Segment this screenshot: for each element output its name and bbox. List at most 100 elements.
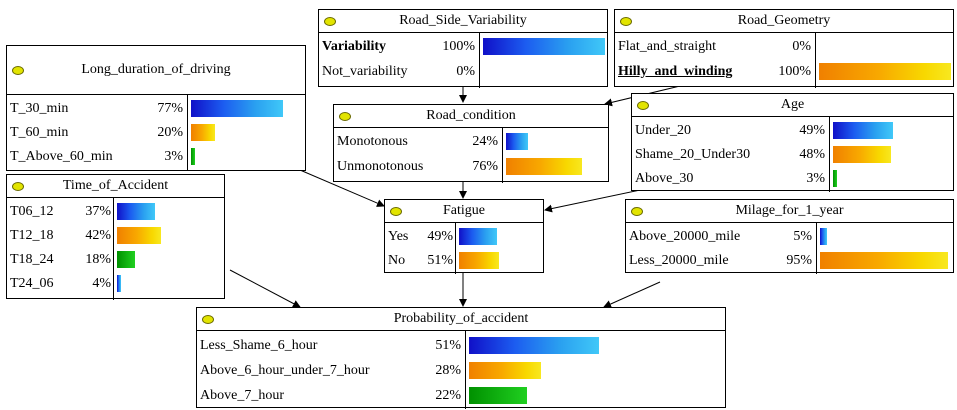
state-percent: 5% bbox=[793, 229, 812, 244]
eye-icon[interactable] bbox=[12, 66, 24, 75]
node-road-geometry[interactable]: Road_Geometry Flat_and_straight 0% Hilly… bbox=[614, 9, 954, 88]
eye-icon[interactable] bbox=[12, 182, 24, 191]
state-percent: 20% bbox=[157, 125, 183, 140]
probability-bar bbox=[833, 170, 837, 187]
state-label: Hilly_and_winding bbox=[618, 64, 733, 79]
eye-icon[interactable] bbox=[339, 112, 351, 121]
node-probability-of-accident[interactable]: Probability_of_accident Less_Shame_6_hou… bbox=[196, 307, 726, 409]
probability-bar bbox=[117, 275, 121, 292]
node-milage-for-1-year[interactable]: Milage_for_1_year Above_20000_mile 5% Le… bbox=[625, 199, 954, 274]
state-percent: 100% bbox=[778, 64, 811, 79]
state-percent: 95% bbox=[786, 253, 812, 268]
state-row[interactable]: Less_Shame_6_hour 51% bbox=[197, 334, 725, 358]
node-title: Time_of_Accident bbox=[62, 178, 169, 193]
state-label: Under_20 bbox=[635, 123, 691, 138]
state-label: T12_18 bbox=[10, 228, 54, 243]
state-percent: 24% bbox=[472, 134, 498, 149]
state-label: Above_20000_mile bbox=[629, 229, 741, 244]
state-row[interactable]: Above_30 3% bbox=[632, 167, 953, 191]
eye-icon[interactable] bbox=[631, 207, 643, 216]
state-row[interactable]: T06_12 37% bbox=[7, 200, 224, 224]
state-row[interactable]: Above_20000_mile 5% bbox=[626, 225, 953, 249]
probability-bar bbox=[833, 146, 891, 163]
node-title: Long_duration_of_driving bbox=[81, 62, 231, 77]
node-time-of-accident[interactable]: Time_of_Accident T06_12 37% T12_18 42% T… bbox=[6, 174, 225, 300]
node-title: Fatigue bbox=[443, 203, 485, 218]
node-title: Road_Side_Variability bbox=[399, 13, 527, 28]
state-percent: 0% bbox=[792, 39, 811, 54]
state-label: T_Above_60_min bbox=[10, 149, 113, 164]
state-row[interactable]: T18_24 18% bbox=[7, 248, 224, 272]
state-label: Monotonous bbox=[337, 134, 408, 149]
state-label: Flat_and_straight bbox=[618, 39, 716, 54]
state-percent: 51% bbox=[435, 338, 461, 353]
state-percent: 48% bbox=[799, 147, 825, 162]
probability-bar bbox=[469, 362, 541, 379]
state-label: T18_24 bbox=[10, 252, 54, 267]
state-label: Above_7_hour bbox=[200, 388, 284, 403]
state-label: Shame_20_Under30 bbox=[635, 147, 751, 162]
state-percent: 3% bbox=[806, 171, 825, 186]
state-label: Above_30 bbox=[635, 171, 694, 186]
state-row[interactable]: Above_6_hour_under_7_hour 28% bbox=[197, 359, 725, 383]
probability-bar bbox=[506, 133, 528, 150]
probability-bar bbox=[459, 228, 497, 245]
state-label: No bbox=[388, 253, 406, 268]
eye-icon[interactable] bbox=[620, 17, 632, 26]
state-row[interactable]: Less_20000_mile 95% bbox=[626, 249, 953, 273]
probability-bar bbox=[191, 124, 215, 141]
state-row[interactable]: Under_20 49% bbox=[632, 119, 953, 143]
eye-icon[interactable] bbox=[637, 101, 649, 110]
state-percent: 42% bbox=[85, 228, 111, 243]
state-label: Unmonotonous bbox=[337, 159, 424, 174]
state-row[interactable]: Unmonotonous 76% bbox=[334, 155, 608, 179]
state-row[interactable]: No 51% bbox=[385, 249, 543, 273]
state-row[interactable]: T_30_min 77% bbox=[7, 97, 305, 121]
state-row[interactable]: T12_18 42% bbox=[7, 224, 224, 248]
probability-bar bbox=[506, 158, 582, 175]
probability-bar bbox=[117, 251, 135, 268]
eye-icon[interactable] bbox=[390, 207, 402, 216]
state-row[interactable]: Above_7_hour 22% bbox=[197, 384, 725, 408]
probability-bar bbox=[191, 100, 283, 117]
state-label: T06_12 bbox=[10, 204, 54, 219]
node-age[interactable]: Age Under_20 49% Shame_20_Under30 48% Ab… bbox=[631, 93, 954, 192]
state-percent: 76% bbox=[472, 159, 498, 174]
node-title: Probability_of_accident bbox=[393, 311, 529, 326]
state-percent: 22% bbox=[435, 388, 461, 403]
state-row[interactable]: Shame_20_Under30 48% bbox=[632, 143, 953, 167]
state-row[interactable]: Flat_and_straight 0% bbox=[615, 35, 953, 59]
state-row[interactable]: T24_06 4% bbox=[7, 272, 224, 296]
state-percent: 3% bbox=[164, 149, 183, 164]
probability-bar bbox=[191, 148, 195, 165]
eye-icon[interactable] bbox=[202, 315, 214, 324]
node-fatigue[interactable]: Fatigue Yes 49% No 51% bbox=[384, 199, 544, 274]
arrow-age-to-fatigue bbox=[544, 189, 641, 213]
state-label: Less_Shame_6_hour bbox=[200, 338, 318, 353]
node-title: Road_Geometry bbox=[737, 13, 831, 28]
state-label: Above_6_hour_under_7_hour bbox=[200, 363, 370, 378]
state-label: Less_20000_mile bbox=[629, 253, 729, 268]
state-percent: 51% bbox=[427, 253, 453, 268]
node-road-side-variability[interactable]: Road_Side_Variability Variability 100% N… bbox=[318, 9, 608, 88]
state-percent: 37% bbox=[85, 204, 111, 219]
state-row[interactable]: Variability 100% bbox=[319, 35, 607, 59]
arrow-longduration-to-fatigue bbox=[299, 169, 385, 207]
state-percent: 49% bbox=[427, 229, 453, 244]
eye-icon[interactable] bbox=[324, 17, 336, 26]
probability-bar bbox=[117, 203, 155, 220]
node-long-duration-of-driving[interactable]: Long_duration_of_driving T_30_min 77% T_… bbox=[6, 45, 306, 171]
state-row[interactable]: Not_variability 0% bbox=[319, 60, 607, 84]
state-row[interactable]: T_Above_60_min 3% bbox=[7, 145, 305, 169]
probability-bar bbox=[819, 63, 951, 80]
probability-bar bbox=[483, 38, 605, 55]
probability-bar bbox=[820, 228, 827, 245]
state-row[interactable]: Yes 49% bbox=[385, 225, 543, 249]
state-label: Not_variability bbox=[322, 64, 408, 79]
state-row[interactable]: T_60_min 20% bbox=[7, 121, 305, 145]
node-road-condition[interactable]: Road_condition Monotonous 24% Unmonotono… bbox=[333, 104, 609, 183]
state-label: T_30_min bbox=[10, 101, 69, 116]
state-row[interactable]: Monotonous 24% bbox=[334, 130, 608, 154]
state-row[interactable]: Hilly_and_winding 100% bbox=[615, 60, 953, 84]
